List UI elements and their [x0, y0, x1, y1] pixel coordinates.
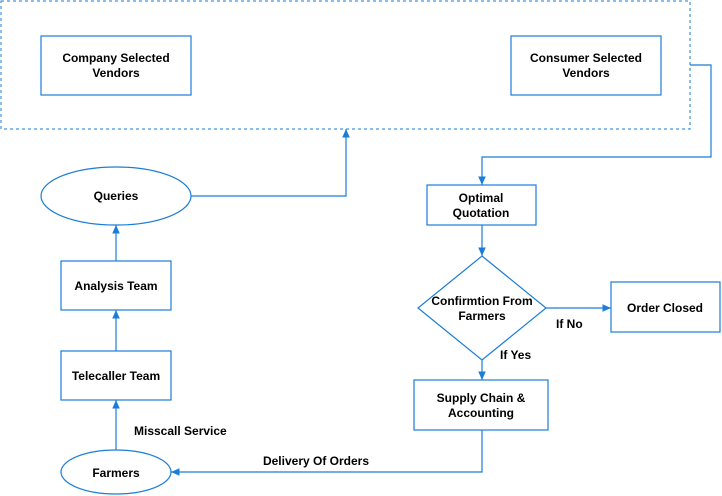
- optimal-quotation-label-line1: Optimal: [459, 191, 504, 205]
- if-no-label: If No: [556, 317, 583, 331]
- edge-supply-chain-to-farmers: [171, 430, 483, 476]
- company-selected-vendors-node[interactable]: Company Selected Vendors: [40, 35, 192, 96]
- supply-chain-label-line1: Supply Chain &: [437, 391, 526, 405]
- telecaller-team-node[interactable]: Telecaller Team: [60, 350, 172, 401]
- farmers-label: Farmers: [92, 466, 140, 480]
- analysis-team-node[interactable]: Analysis Team: [60, 260, 172, 311]
- edge-vendors-to-optimal-quotation: [478, 64, 712, 185]
- order-closed-label: Order Closed: [627, 301, 703, 315]
- confirmation-label-line2: Farmers: [458, 309, 506, 323]
- queries-label: Queries: [94, 189, 139, 203]
- if-yes-label: If Yes: [500, 348, 531, 362]
- misscall-service-label: Misscall Service: [134, 424, 227, 438]
- queries-node[interactable]: Queries: [40, 166, 192, 226]
- company-vendors-label-line1: Company Selected: [62, 51, 169, 65]
- supply-chain-label-line2: Accounting: [448, 406, 514, 420]
- delivery-of-orders-label: Delivery Of Orders: [263, 454, 369, 468]
- company-vendors-label-line2: Vendors: [92, 66, 140, 80]
- farmers-node[interactable]: Farmers: [60, 449, 172, 495]
- confirmation-label-line1: Confirmtion From: [431, 294, 532, 308]
- optimal-quotation-node[interactable]: Optimal Quotation: [426, 184, 537, 226]
- optimal-quotation-label-line2: Quotation: [453, 206, 510, 220]
- telecaller-team-label: Telecaller Team: [72, 369, 160, 383]
- analysis-team-label: Analysis Team: [74, 279, 157, 293]
- consumer-vendors-label-line2: Vendors: [562, 66, 610, 80]
- order-closed-node[interactable]: Order Closed: [610, 281, 721, 333]
- consumer-vendors-label-line1: Consumer Selected: [530, 51, 642, 65]
- edge-queries-to-vendors: [191, 129, 350, 197]
- confirmation-decision-node[interactable]: Confirmtion From Farmers: [417, 255, 547, 361]
- supply-chain-accounting-node[interactable]: Supply Chain & Accounting: [413, 379, 549, 431]
- consumer-selected-vendors-node[interactable]: Consumer Selected Vendors: [510, 35, 662, 96]
